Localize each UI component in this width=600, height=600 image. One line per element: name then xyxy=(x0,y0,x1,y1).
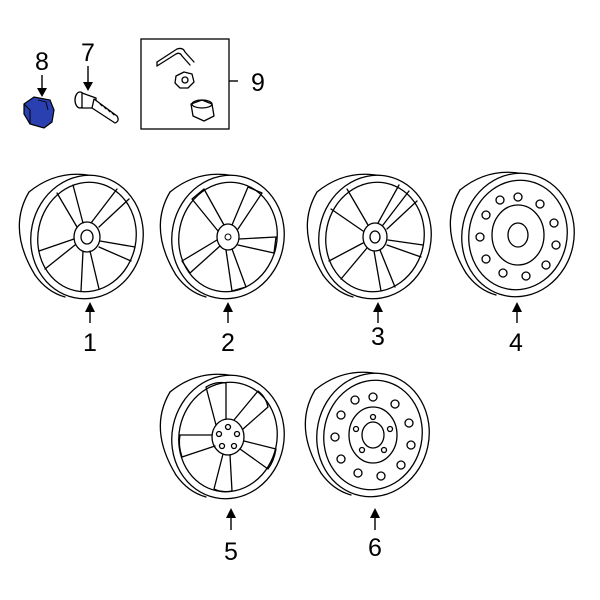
part-1-wheel[interactable]: 1 xyxy=(18,165,154,357)
alloy-wheel-five-blade-icon xyxy=(159,373,285,500)
callout-2: 2 xyxy=(221,329,235,357)
callout-1: 1 xyxy=(83,329,97,357)
lug-nut-face xyxy=(23,103,31,124)
alloy-wheel-multi-spoke-icon xyxy=(306,173,432,300)
callout-4: 4 xyxy=(509,329,523,357)
arrow-head xyxy=(226,508,236,518)
callout-3: 3 xyxy=(371,323,385,351)
part-5-wheel[interactable]: 5 xyxy=(159,365,295,566)
arrow-head xyxy=(512,302,522,312)
arrow-head xyxy=(370,508,380,518)
part-6-wheel[interactable]: 6 xyxy=(304,363,440,562)
part-3-wheel[interactable]: 3 xyxy=(306,165,442,351)
steel-wheel-spare-icon xyxy=(304,371,430,498)
alloy-wheel-split-spoke-icon xyxy=(18,173,144,300)
callout-7: 7 xyxy=(81,39,95,67)
alloy-wheel-five-spoke-icon xyxy=(159,173,285,300)
arrow-head xyxy=(223,302,233,312)
part-8-lug-nut[interactable]: 8 xyxy=(23,48,55,129)
lug-nut-body xyxy=(23,96,55,129)
part-9-wheel-lock-kit[interactable]: 9 xyxy=(140,38,265,130)
part-2-wheel[interactable]: 2 xyxy=(159,165,295,357)
wheel-stud-icon xyxy=(74,91,119,124)
wheel-lock-kit-icon xyxy=(156,47,215,122)
part-4-wheel[interactable]: 4 xyxy=(449,163,585,357)
arrow-head xyxy=(373,302,383,312)
lug-nut-flange xyxy=(37,99,49,111)
arrow-head xyxy=(85,302,95,312)
callout-8: 8 xyxy=(35,48,49,76)
callout-6: 6 xyxy=(368,534,382,562)
arrow-head xyxy=(83,82,93,91)
callout-5: 5 xyxy=(224,538,238,566)
lug-nut-icon xyxy=(23,96,55,129)
arrow-head xyxy=(37,88,47,97)
callout-9: 9 xyxy=(251,69,265,97)
steel-wheel-icon xyxy=(449,171,575,298)
part-7-wheel-stud[interactable]: 7 xyxy=(74,39,119,124)
kit-frame xyxy=(140,38,230,130)
